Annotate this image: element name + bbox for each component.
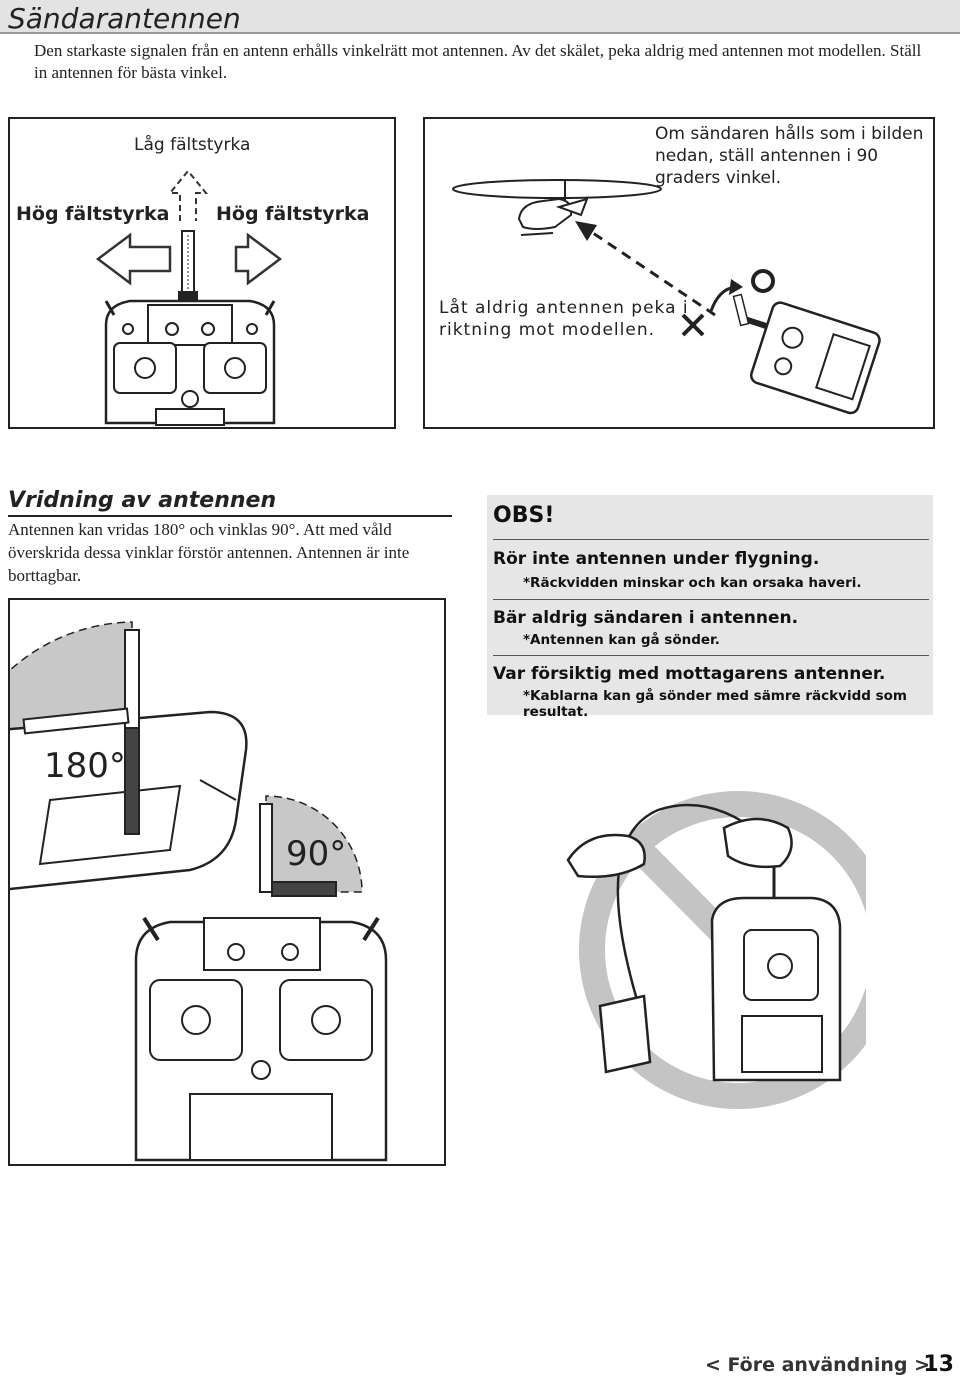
caution-box: OBS! Rör inte antennen under flygning. *… [487,495,933,720]
caution-item-heading: Bär aldrig sändaren i antennen. [493,608,799,628]
antenna-rotation-panel: 180° 90° [8,598,446,1166]
high-strength-right-label: Hög fältstyrka [216,203,370,225]
high-strength-left-label: Hög fältstyrka [16,203,170,225]
caution-item-note: *Räckvidden minskar och kan orsaka haver… [523,575,862,591]
caution-title: OBS! [493,503,555,528]
angle-90-label: 90° [286,834,347,874]
rotation-heading-rule [8,515,452,517]
page-number: 13 [923,1352,954,1377]
hold-instruction-text: Om sändaren hålls som i bilden nedan, st… [655,124,924,188]
low-strength-label: Låg fältstyrka [134,135,251,155]
do-not-carry-by-antenna-illustration [566,791,866,1109]
title-bar [0,0,960,34]
antenna-direction-panel: Om sändaren hålls som i bilden nedan, st… [423,117,935,429]
caution-rule [493,599,929,600]
caution-item-note: *Antennen kan gå sönder. [523,632,720,648]
intro-paragraph: Den starkaste signalen från en antenn er… [34,41,922,82]
caution-rule [493,539,929,540]
transmitter-front-illustration [95,169,283,426]
caution-item-heading: Var försiktig med mottagarens antenner. [493,664,886,684]
field-strength-panel: Låg fältstyrka Hög fältstyrka Hög fältst… [8,117,396,429]
antenna-rotation-illustration [10,621,388,1162]
rotation-description: Antennen kan vridas 180° och vinklas 90°… [8,520,410,585]
page-title: Sändarantennen [8,2,241,35]
helicopter-and-transmitter-illustration [452,179,881,415]
section-footer: < Före användning > [704,1354,930,1376]
caution-rule [493,655,929,656]
caution-item-note: *Kablarna kan gå sönder med sämre räckvi… [523,688,907,720]
angle-180-label: 180° [44,746,126,786]
never-point-warning: Låt aldrig antennen peka i riktning mot … [439,298,689,340]
caution-item-heading: Rör inte antennen under flygning. [493,549,820,569]
rotation-heading: Vridning av antennen [8,488,277,513]
